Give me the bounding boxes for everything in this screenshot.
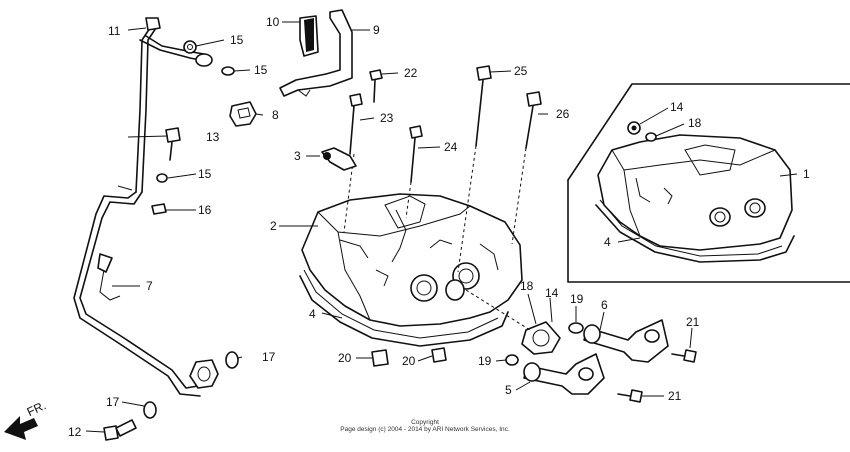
callout-11: 11	[108, 24, 121, 38]
tappet-parts	[371, 289, 697, 403]
callout-12: 12	[68, 425, 82, 439]
callout-9: 9	[373, 23, 380, 37]
callout-19-low: 19	[478, 354, 492, 368]
callout-2: 2	[270, 219, 277, 233]
callout-18-main: 18	[520, 279, 534, 293]
inset-frame	[567, 83, 850, 181]
callout-4-inset: 4	[604, 235, 611, 249]
copyright-line-1: Copyright	[411, 419, 439, 426]
callout-3: 3	[294, 149, 301, 163]
callout-15-low: 15	[198, 167, 212, 181]
callout-14-inset: 14	[670, 100, 684, 114]
callout-15-mid: 15	[254, 63, 268, 77]
callout-21-top: 21	[686, 315, 700, 329]
leader-lines	[85, 21, 798, 433]
callout-25: 25	[514, 64, 528, 78]
callout-5: 5	[505, 383, 512, 397]
callout-21-low: 21	[668, 389, 682, 403]
callout-17-right: 17	[262, 350, 276, 364]
clip	[321, 147, 357, 171]
callout-24: 24	[444, 140, 458, 154]
cover-bolts	[343, 65, 542, 273]
callout-8: 8	[272, 108, 279, 122]
callout-numbers: 11 15 15 10 9 22 25 8 13 23 26 24 3 15 1…	[68, 15, 810, 439]
callout-10: 10	[266, 15, 280, 29]
callout-15-top: 15	[230, 33, 244, 47]
callout-20-left: 20	[338, 351, 352, 365]
copyright-line-2: Page design (c) 2004 - 2014 by ARI Netwo…	[340, 426, 510, 433]
direction-label: FR.	[25, 398, 48, 419]
callout-14-main: 14	[545, 286, 559, 300]
inset-cylinder-head-cover	[595, 121, 795, 263]
callout-20-right: 20	[402, 354, 416, 368]
bracket	[279, 9, 353, 97]
callout-19-top: 19	[570, 292, 584, 306]
callout-16: 16	[198, 203, 212, 217]
cylinder-head-cover	[299, 193, 523, 347]
callout-26: 26	[556, 107, 570, 121]
callout-4-main: 4	[309, 307, 316, 321]
callout-22: 22	[404, 66, 418, 80]
callout-7: 7	[146, 279, 153, 293]
callout-18-inset: 18	[688, 116, 702, 130]
callout-23: 23	[380, 111, 394, 125]
callout-6: 6	[601, 298, 608, 312]
callout-1: 1	[803, 167, 810, 181]
callout-17-left: 17	[106, 395, 120, 409]
copyright-footer: Copyright Page design (c) 2004 - 2014 by…	[0, 419, 850, 433]
oil-pipe	[73, 17, 257, 441]
callout-13: 13	[206, 130, 220, 144]
